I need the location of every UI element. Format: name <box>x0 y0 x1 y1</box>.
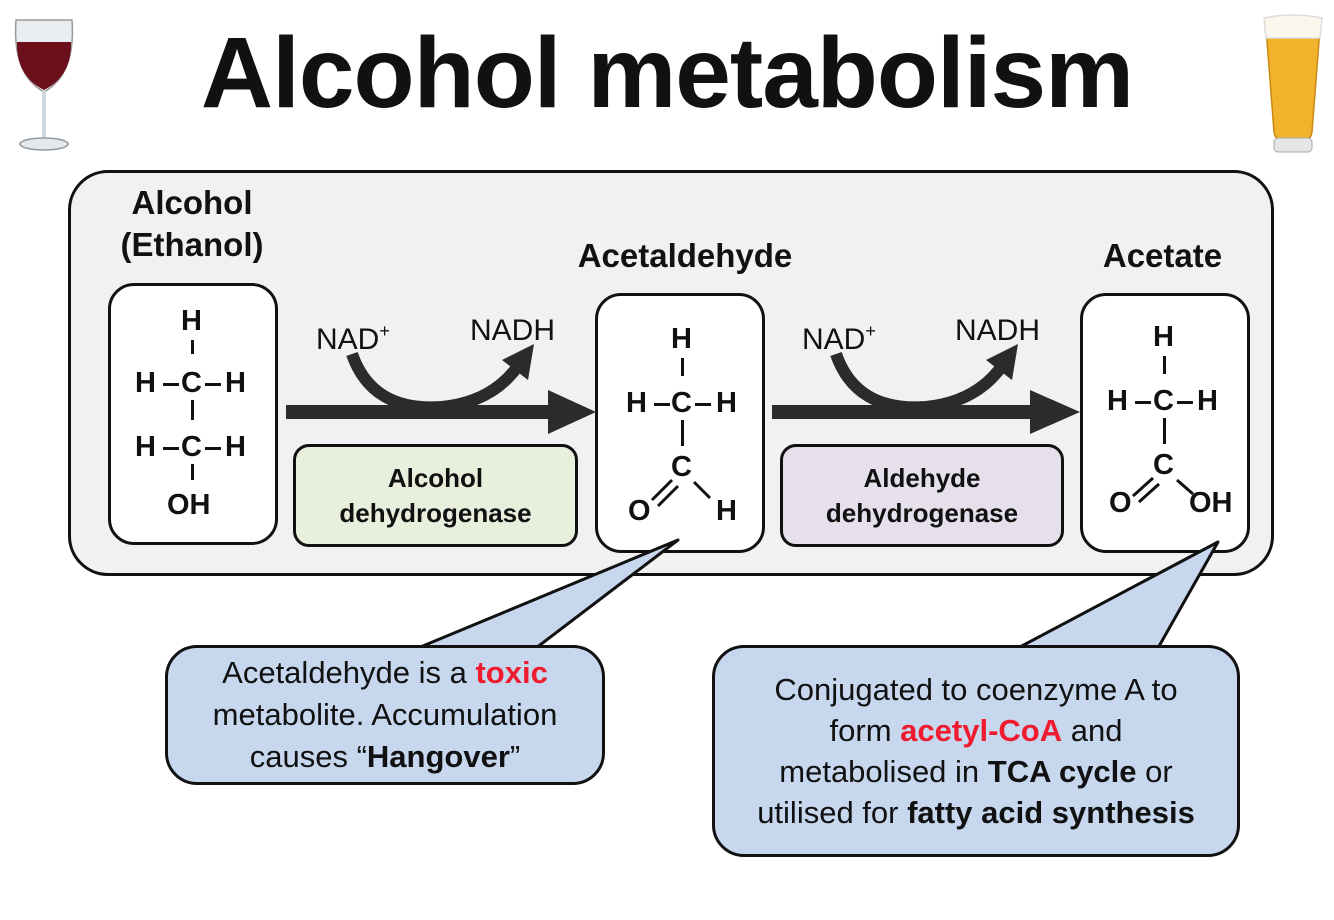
note2-highlight: acetyl-CoA <box>900 713 1063 748</box>
note2-bold: fatty acid synthesis <box>907 795 1195 830</box>
enzyme2-line1: Aldehyde <box>863 462 981 493</box>
acetaldehyde-name: Acetaldehyde <box>577 237 793 274</box>
wine-glass-icon <box>14 19 74 151</box>
atom-h: H <box>1153 321 1174 353</box>
bond <box>205 383 221 386</box>
note1-highlight: toxic <box>475 655 548 690</box>
bond <box>163 447 179 450</box>
bond <box>695 403 711 406</box>
atom-h: H <box>135 431 156 463</box>
note2-bold: TCA cycle <box>987 754 1137 789</box>
atom-c: C <box>1153 385 1174 417</box>
acetate-fate-note: Conjugated to coenzyme A to form acetyl-… <box>712 645 1240 857</box>
note1-text: Acetaldehyde is a <box>222 655 476 690</box>
atom-c: C <box>181 431 202 463</box>
atom-h: H <box>671 323 692 355</box>
atom-h: H <box>1197 385 1218 417</box>
bond <box>191 340 194 354</box>
r2-nad-label: NAD <box>802 323 866 356</box>
atom-h: H <box>135 367 156 399</box>
ethanol-name: Alcohol (Ethanol) <box>92 182 292 266</box>
note2-line2: form acetyl-CoA and <box>715 710 1237 751</box>
note1-line2: metabolite. Accumulation <box>212 697 558 732</box>
toxic-acetaldehyde-note: Acetaldehyde is a toxic metabolite. Accu… <box>165 645 605 785</box>
bond <box>1163 356 1166 374</box>
note1-text: ” <box>509 739 521 774</box>
carbonyl-bonds <box>650 478 712 508</box>
r1-cofactor-in: NAD+ <box>316 314 390 357</box>
enzyme1-line2: dehydrogenase <box>339 497 532 528</box>
r2-cofactor-out: NADH <box>955 314 1041 347</box>
note1-bold: Hangover <box>366 739 510 774</box>
bond <box>163 383 179 386</box>
atom-oh: OH <box>1189 487 1233 519</box>
r2-nad-charge: + <box>865 321 876 341</box>
r2-cofactor-in: NAD+ <box>802 314 876 357</box>
atom-h: H <box>225 367 246 399</box>
bond <box>191 464 194 480</box>
atom-h: H <box>225 431 246 463</box>
note2-line1: Conjugated to coenzyme A to <box>774 672 1178 707</box>
atom-o: O <box>1109 487 1132 519</box>
enzyme2-line2: dehydrogenase <box>825 497 1019 528</box>
r1-nad-charge: + <box>379 321 390 341</box>
bond <box>681 358 684 376</box>
note2-text: or <box>1136 754 1173 789</box>
aldehyde-dehydrogenase-box: Aldehyde dehydrogenase <box>780 444 1064 547</box>
note2-text: utilised for <box>757 795 908 830</box>
note2-text: metabolised in <box>779 754 988 789</box>
acetate-name: Acetate <box>1102 237 1223 274</box>
atom-o: O <box>628 495 651 527</box>
note1-text: causes “ <box>249 739 367 774</box>
ethanol-name-line1: Alcohol <box>131 184 253 221</box>
atom-c: C <box>671 387 692 419</box>
bond <box>1163 418 1166 444</box>
note1-line3: causes “Hangover” <box>168 736 602 778</box>
r1-nad-label: NAD <box>316 323 380 356</box>
atom-h: H <box>716 387 737 419</box>
atom-c: C <box>1153 449 1174 481</box>
acetate-structure: H H C H C O OH <box>1080 293 1250 553</box>
r1-cofactor-out: NADH <box>470 314 556 347</box>
note2-line3: metabolised in TCA cycle or <box>715 751 1237 792</box>
bond <box>205 447 221 450</box>
ethanol-name-line2: (Ethanol) <box>120 226 264 263</box>
atom-h: H <box>181 305 202 337</box>
bond <box>1177 401 1193 404</box>
carboxyl-bonds <box>1131 476 1194 504</box>
note2-text: and <box>1062 713 1123 748</box>
bond <box>1135 401 1151 404</box>
atom-oh: OH <box>167 489 211 521</box>
bond <box>654 403 670 406</box>
bond <box>681 420 684 446</box>
atom-h: H <box>1107 385 1128 417</box>
atom-h: H <box>716 495 737 527</box>
note1-line1: Acetaldehyde is a toxic <box>168 652 602 694</box>
beer-glass-icon <box>1263 14 1323 153</box>
enzyme1-line1: Alcohol <box>387 462 484 493</box>
page-title: Alcohol metabolism <box>200 17 1134 129</box>
atom-c: C <box>181 367 202 399</box>
atom-c: C <box>671 451 692 483</box>
note2-line4: utilised for fatty acid synthesis <box>715 792 1237 833</box>
ethanol-structure: H H C H H C H OH <box>108 283 278 545</box>
note2-text: form <box>829 713 901 748</box>
bond <box>191 400 194 420</box>
alcohol-dehydrogenase-box: Alcohol dehydrogenase <box>293 444 578 547</box>
acetaldehyde-structure: H H C H C O H <box>595 293 765 553</box>
atom-h: H <box>626 387 647 419</box>
